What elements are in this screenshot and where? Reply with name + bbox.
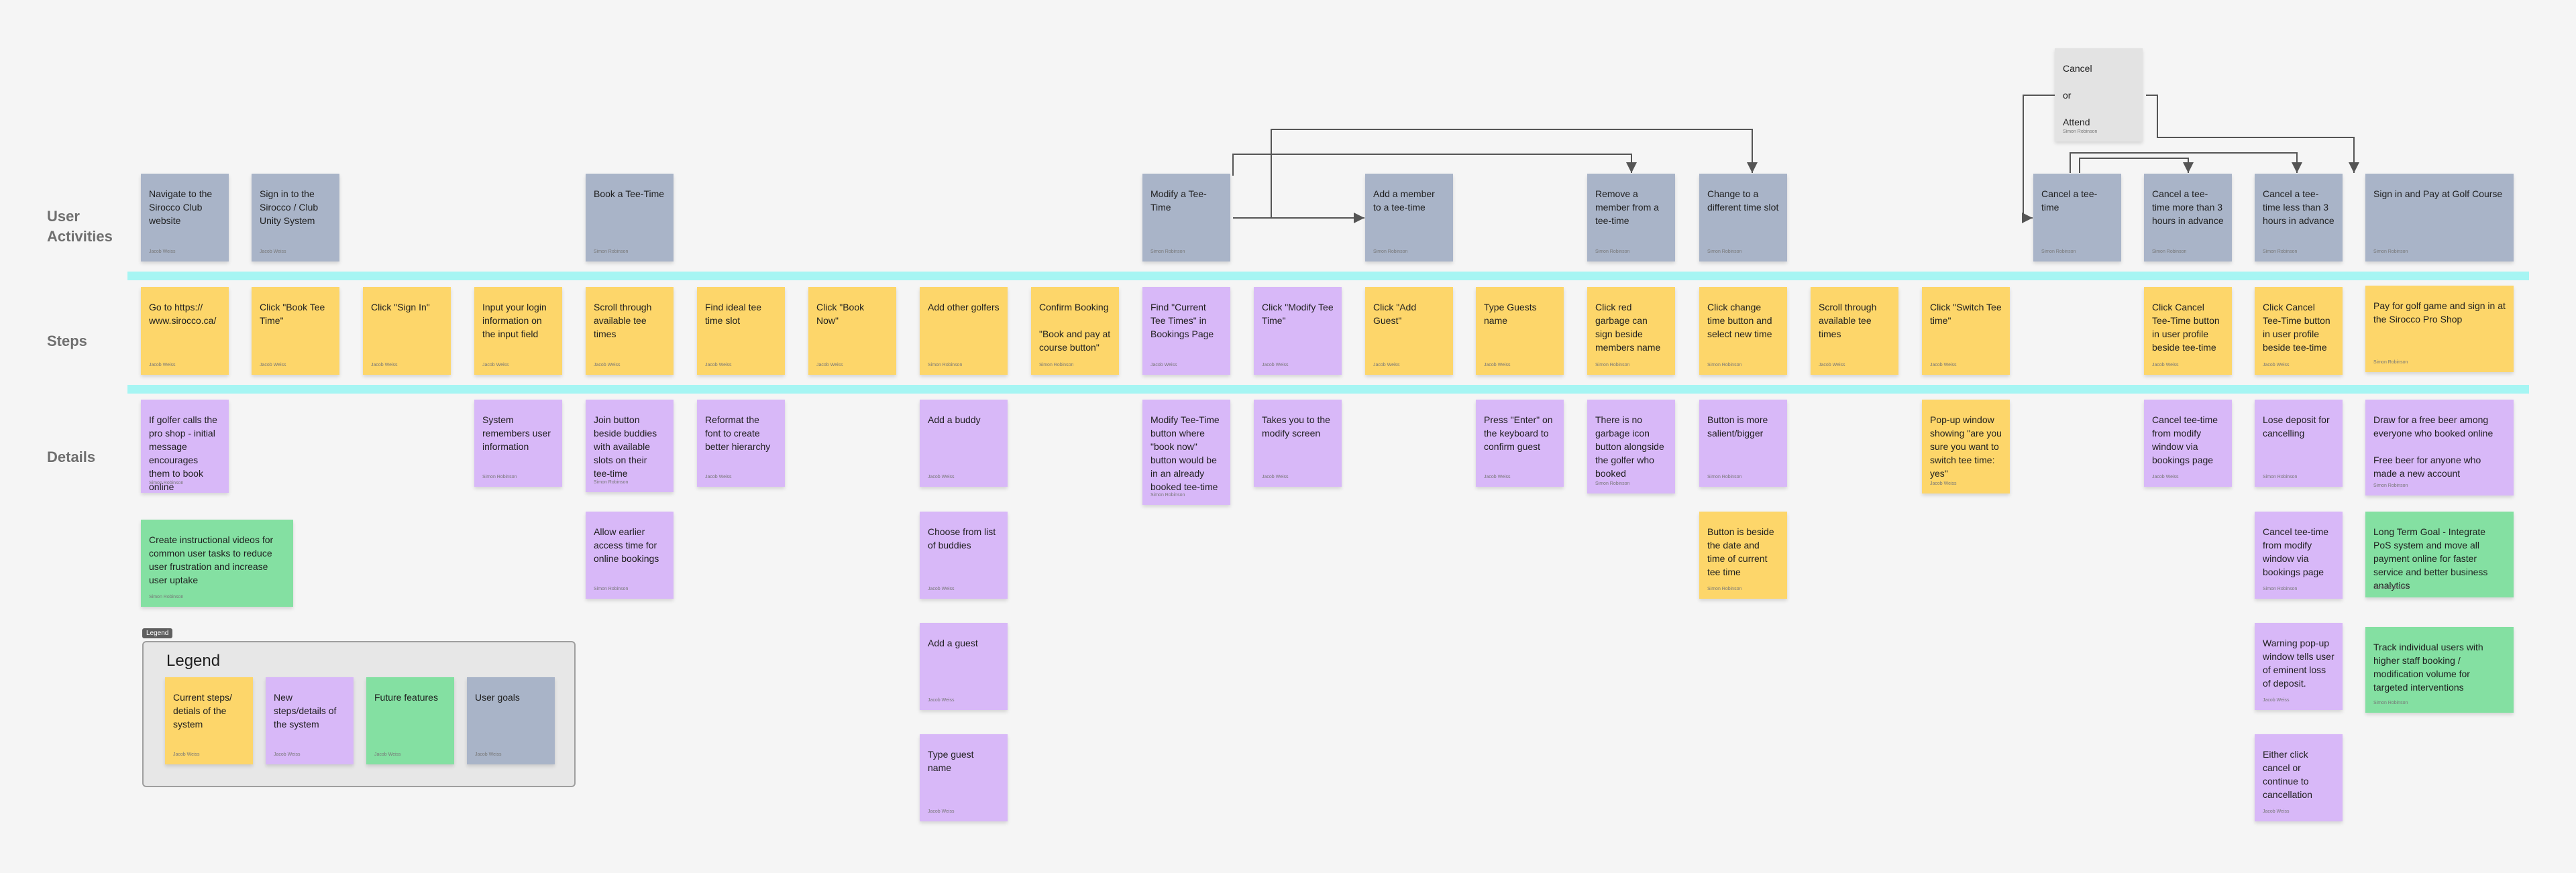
detail-card[interactable]: Cancel tee-time from modify window via b… (2144, 400, 2232, 487)
activity-card[interactable]: Sign in to the Sirocco / Club Unity Syst… (252, 174, 339, 261)
step-card[interactable]: Click "Book Tee Time"Jacob Weiss (252, 287, 339, 375)
row-divider-activities (127, 272, 2529, 280)
step-card[interactable]: Click Cancel Tee-Time button in user pro… (2144, 287, 2232, 375)
step-card[interactable]: Confirm Booking "Book and pay at course … (1031, 287, 1119, 375)
activity-card[interactable]: Cancel a tee-time more than 3 hours in a… (2144, 174, 2232, 261)
step-card[interactable]: Pay for golf game and sign in at the Sir… (2365, 286, 2514, 372)
step-card[interactable]: Click "Add Guest"Jacob Weiss (1365, 287, 1453, 375)
connector-cancel-more-than-3h (2079, 158, 2194, 173)
legend-title: Legend (166, 652, 221, 670)
detail-card[interactable]: Join button beside buddies with availabl… (586, 400, 674, 492)
step-card[interactable]: Click Cancel Tee-Time button in user pro… (2255, 287, 2343, 375)
step-card[interactable]: Click "Modify Tee Time"Jacob Weiss (1254, 287, 1342, 375)
detail-card[interactable]: Either click cancel or continue to cance… (2255, 734, 2343, 821)
legend-panel: Legend Current steps/ detials of the sys… (142, 641, 576, 787)
detail-card[interactable]: Button is beside the date and time of cu… (1699, 512, 1787, 599)
connector-decision-to-cancel (2022, 95, 2057, 223)
detail-card[interactable]: Press "Enter" on the keyboard to confirm… (1476, 400, 1564, 487)
connector-modify-to-change-time (1271, 129, 1758, 218)
step-card[interactable]: Click "Switch Tee time"Jacob Weiss (1922, 287, 2010, 375)
detail-card[interactable]: Pop-up window showing "are you sure you … (1922, 400, 2010, 493)
detail-card[interactable]: There is no garbage icon button alongsid… (1587, 400, 1675, 493)
detail-card[interactable]: Create instructional videos for common u… (141, 520, 293, 607)
step-card[interactable]: Click "Sign In"Jacob Weiss (363, 287, 451, 375)
detail-card[interactable]: Track individual users with higher staff… (2365, 627, 2514, 713)
detail-card[interactable]: Cancel tee-time from modify window via b… (2255, 512, 2343, 599)
connector-decision-to-attend (2146, 95, 2359, 173)
detail-card[interactable]: Long Term Goal - Integrate PoS system an… (2365, 512, 2514, 597)
row-label-user-activities: User Activities (47, 208, 113, 245)
legend-tag: Legend (142, 628, 173, 638)
detail-card[interactable]: Warning pop-up window tells user of emin… (2255, 623, 2343, 710)
step-card[interactable]: Click change time button and select new … (1699, 287, 1787, 375)
row-label-steps: Steps (47, 333, 87, 349)
step-card[interactable]: Click red garbage can sign beside member… (1587, 287, 1675, 375)
connector-modify-to-remove-member (1232, 154, 1637, 176)
connector-cancel-less-than-3h (2070, 152, 2302, 173)
detail-card[interactable]: Modify Tee-Time button where "book now" … (1142, 400, 1230, 505)
step-card[interactable]: Go to https:// www.sirocco.ca/Jacob Weis… (141, 287, 229, 375)
activity-card[interactable]: Cancel a tee-time less than 3 hours in a… (2255, 174, 2343, 261)
row-label-details: Details (47, 449, 96, 465)
step-card[interactable]: Find "Current Tee Times" in Bookings Pag… (1142, 287, 1230, 375)
step-card[interactable]: Click "Book Now"Jacob Weiss (808, 287, 896, 375)
step-card[interactable]: Input your login information on the inpu… (474, 287, 562, 375)
row-divider-steps (127, 385, 2529, 394)
detail-card[interactable]: Reformat the font to create better hiera… (697, 400, 785, 487)
detail-card[interactable]: Draw for a free beer among everyone who … (2365, 400, 2514, 496)
detail-card[interactable]: If golfer calls the pro shop - initial m… (141, 400, 229, 493)
detail-card[interactable]: Allow earlier access time for online boo… (586, 512, 674, 599)
